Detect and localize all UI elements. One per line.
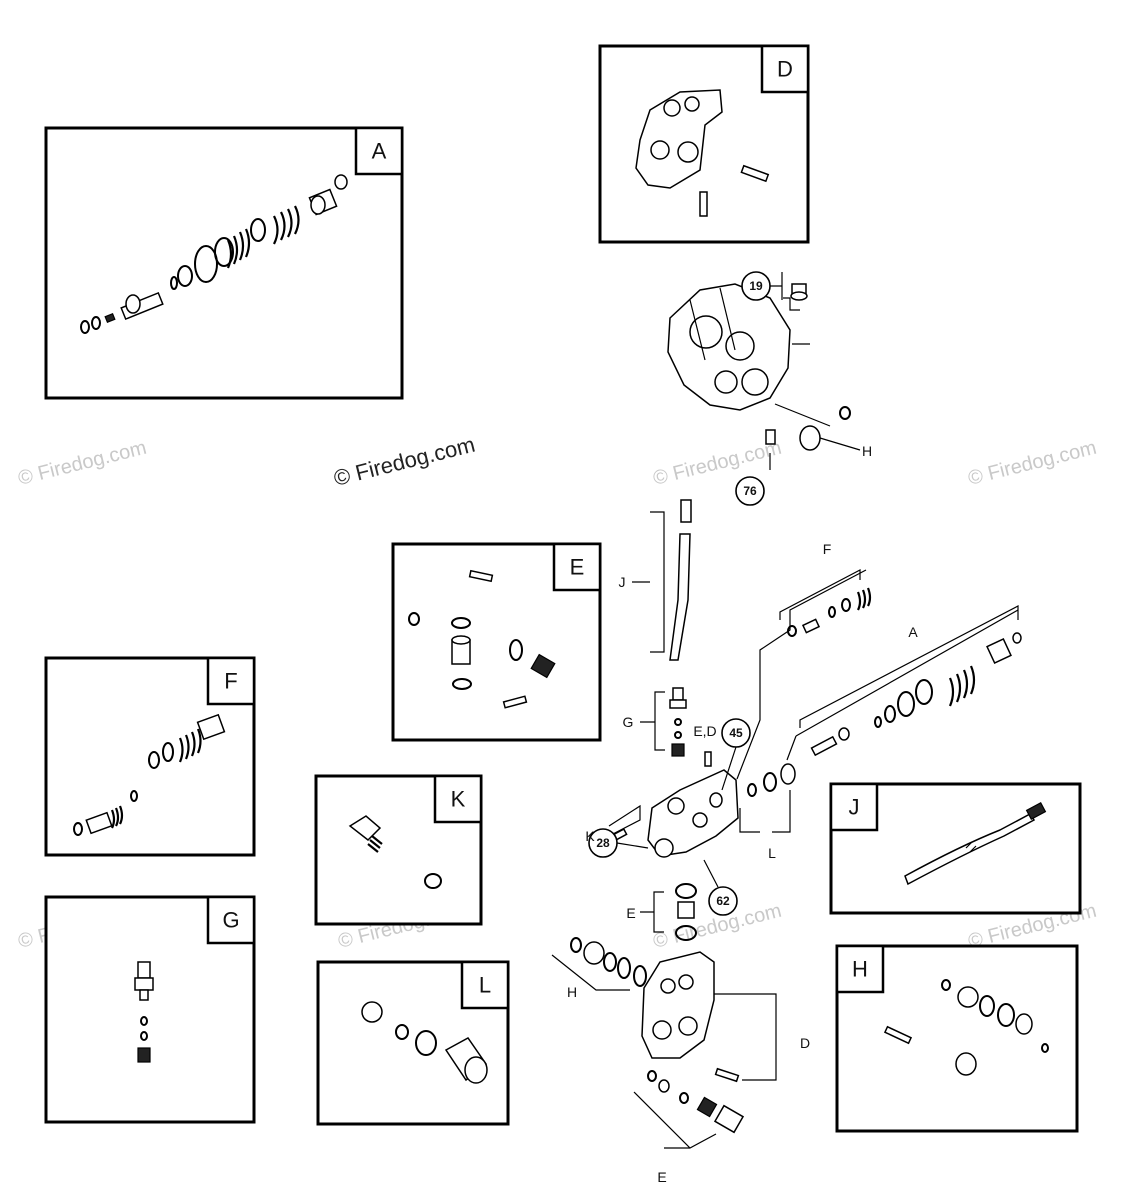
- ref-label-e-mid: E: [626, 905, 635, 921]
- box-letter-j: J: [849, 795, 860, 820]
- ref-label-j: J: [619, 574, 626, 590]
- detail-box-j: J: [829, 782, 1082, 915]
- watermark-main: © Firedog.com: [331, 432, 477, 491]
- check-valve-parts: [408, 569, 556, 709]
- pump-assembly: [667, 283, 861, 470]
- box-letter-l: L: [479, 973, 491, 998]
- seal-kit-parts: [361, 1001, 488, 1084]
- manifold-exploded-assembly: [551, 499, 1022, 1149]
- ref-label-g: G: [623, 714, 634, 730]
- ref-label-k: K: [585, 828, 595, 844]
- detail-box-e: E: [391, 542, 602, 742]
- ref-label-l: L: [768, 845, 776, 861]
- callout-28: 28: [588, 828, 649, 858]
- box-letter-k: K: [451, 787, 466, 812]
- detail-box-k: K: [314, 774, 483, 926]
- box-letter-g: G: [222, 908, 239, 933]
- callout-45: 45: [721, 718, 751, 791]
- ref-label-a: A: [908, 624, 918, 640]
- svg-text:19: 19: [749, 279, 763, 293]
- callout-62: 62: [703, 859, 738, 916]
- unloader-valve-parts: [80, 174, 348, 334]
- detail-box-a: A: [44, 126, 404, 400]
- box-letter-d: D: [777, 57, 793, 82]
- box-letter-h: H: [852, 957, 868, 982]
- watermark-faint-3: © Firedog.com: [966, 437, 1099, 490]
- box-letter-e: E: [570, 555, 585, 580]
- ref-label-h-bottom: H: [567, 984, 577, 1000]
- detail-box-f: F: [44, 656, 256, 857]
- ref-label-e-bottom: E: [657, 1169, 666, 1185]
- svg-text:28: 28: [596, 836, 610, 850]
- callout-76: 76: [735, 476, 765, 506]
- ref-label-h-top: H: [862, 443, 872, 459]
- box-letter-f: F: [224, 669, 237, 694]
- detail-box-g: G: [44, 895, 256, 1124]
- svg-text:62: 62: [716, 894, 730, 908]
- water-seal-parts: [883, 979, 1049, 1076]
- manifold-head-parts: [635, 89, 770, 217]
- box-letter-a: A: [372, 139, 387, 164]
- svg-text:45: 45: [729, 726, 743, 740]
- detail-box-l: L: [316, 960, 510, 1126]
- fitting-parts: [134, 961, 154, 1063]
- svg-text:76: 76: [743, 484, 757, 498]
- watermark-faint-1: © Firedog.com: [16, 437, 149, 490]
- watermark-faint-2: © Firedog.com: [651, 437, 784, 490]
- ref-label-e-d: E,D: [693, 723, 716, 739]
- injector-parts: [73, 713, 226, 836]
- plug-parts: [348, 815, 442, 889]
- detail-box-d: D: [598, 44, 810, 244]
- callout-19: 19: [741, 271, 783, 301]
- detail-box-h: H: [835, 944, 1079, 1133]
- ref-label-d: D: [800, 1035, 810, 1051]
- ref-label-f: F: [823, 541, 832, 557]
- bypass-hose-parts: [904, 802, 1047, 886]
